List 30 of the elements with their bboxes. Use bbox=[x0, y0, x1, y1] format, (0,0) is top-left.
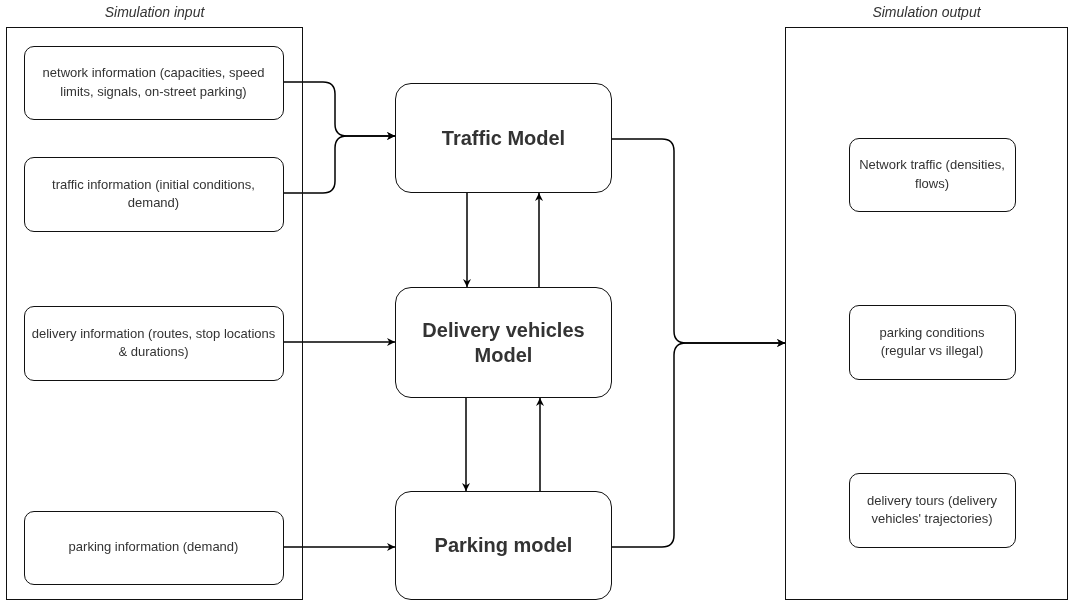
model-label: Delivery vehicles Model bbox=[421, 317, 586, 368]
info-text: Network traffic (densities, flows) bbox=[858, 156, 1006, 193]
group-title: Simulation output bbox=[871, 4, 982, 20]
arrow bbox=[283, 543, 396, 551]
arrow bbox=[535, 192, 543, 288]
info-text: parking information (demand) bbox=[68, 538, 239, 557]
arrow bbox=[536, 397, 544, 492]
group-title: Simulation input bbox=[103, 4, 206, 20]
info-box bbox=[848, 137, 1016, 212]
info-box bbox=[848, 472, 1016, 548]
info-box bbox=[23, 45, 284, 120]
arrow bbox=[283, 132, 396, 194]
model-box bbox=[395, 287, 612, 398]
info-text: delivery information (routes, stop locations & durations) bbox=[30, 324, 277, 361]
info-text: parking conditions (regular vs illegal) bbox=[878, 323, 986, 360]
model-label: Traffic Model bbox=[441, 125, 566, 151]
model-box bbox=[395, 83, 612, 193]
info-box bbox=[23, 305, 284, 381]
arrow bbox=[463, 192, 471, 288]
info-box bbox=[23, 510, 284, 585]
info-text: delivery tours (delivery vehicles' trajectories) bbox=[865, 491, 998, 528]
info-box bbox=[23, 156, 284, 232]
model-box bbox=[395, 491, 612, 600]
arrow bbox=[462, 397, 470, 492]
info-text: traffic information (initial conditions, demand) bbox=[51, 175, 256, 212]
model-label: Parking model bbox=[434, 533, 573, 558]
info-text: network information (capacities, speed limits, signals, on-street parking) bbox=[41, 64, 266, 101]
arrow bbox=[611, 339, 786, 548]
arrow bbox=[283, 338, 396, 346]
info-box bbox=[848, 304, 1016, 380]
